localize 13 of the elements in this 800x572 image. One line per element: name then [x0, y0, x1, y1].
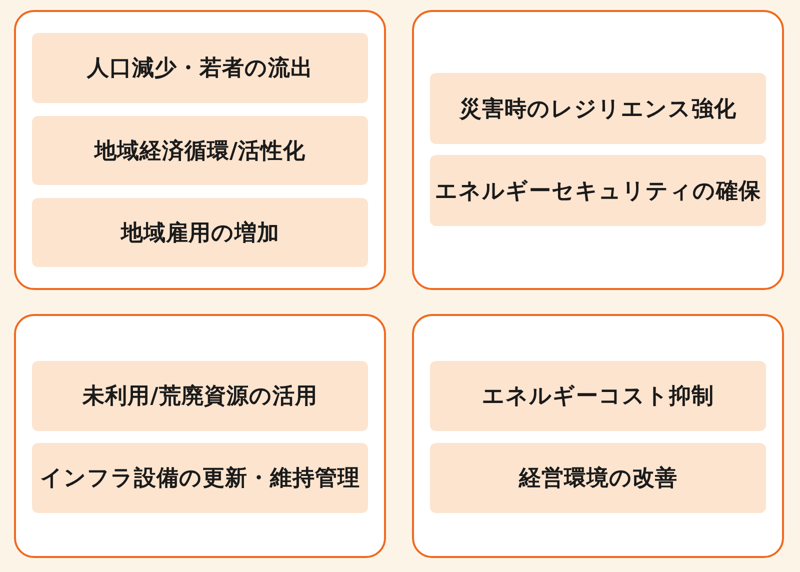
item-box: インフラ設備の更新・維持管理 — [32, 443, 368, 513]
item-box: 人口減少・若者の流出 — [32, 33, 368, 103]
panel — [412, 10, 784, 290]
panel — [14, 314, 386, 558]
panel — [412, 314, 784, 558]
panel — [14, 10, 386, 290]
item-box: エネルギーセキュリティの確保 — [430, 155, 766, 226]
item-box: 未利用/荒廃資源の活用 — [32, 361, 368, 431]
item-box: 地域雇用の増加 — [32, 198, 368, 267]
item-box: エネルギーコスト抑制 — [430, 361, 766, 431]
item-box: 地域経済循環/活性化 — [32, 116, 368, 185]
item-box: 経営環境の改善 — [430, 443, 766, 513]
item-box: 災害時のレジリエンス強化 — [430, 73, 766, 144]
